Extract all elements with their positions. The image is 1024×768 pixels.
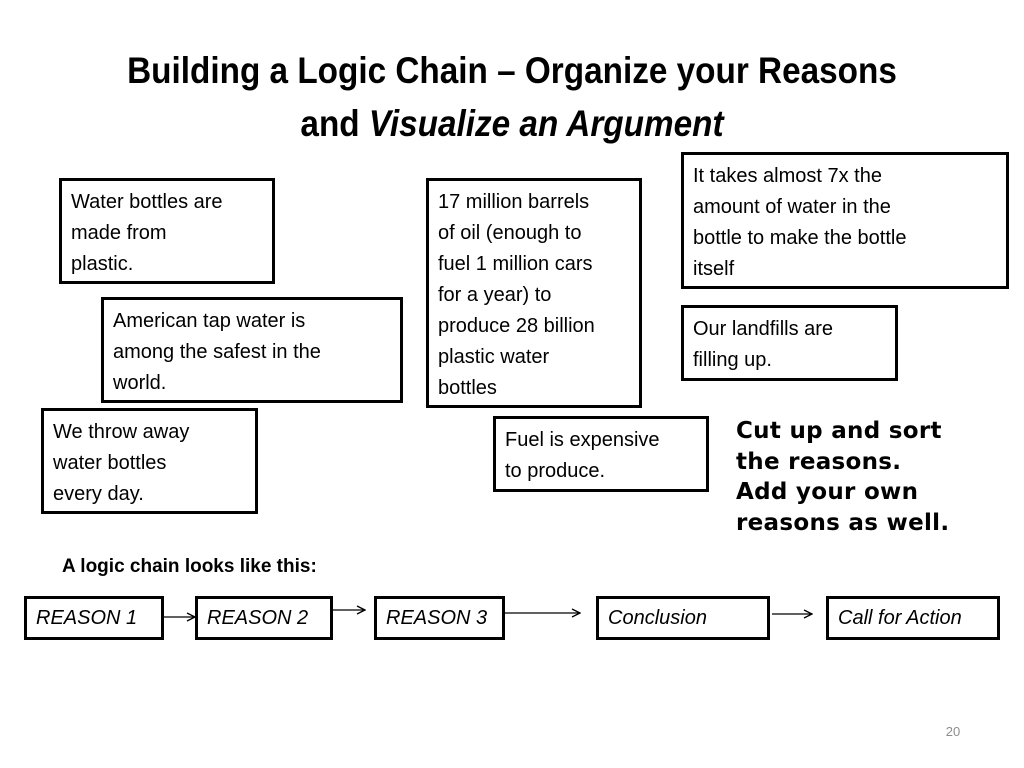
reason-card-line: every day.: [53, 483, 144, 505]
reason-card-line: itself: [693, 258, 735, 280]
chain-step-call-for-action[interactable]: Call for Action: [826, 596, 1000, 640]
reason-card-line: 17 million barrels: [438, 191, 590, 213]
reason-card-line: filling up.: [693, 349, 772, 371]
reason-card-throw-away[interactable]: We throw away water bottles every day.: [41, 408, 258, 514]
reason-card-line: for a year) to: [438, 284, 552, 306]
reason-card-line: Fuel is expensive: [505, 429, 660, 451]
reason-card-line: fuel 1 million cars: [438, 253, 593, 275]
reason-card-line: among the safest in the: [113, 341, 321, 363]
reason-card-line: to produce.: [505, 460, 606, 482]
reason-card-water-to-make[interactable]: It takes almost 7x the amount of water i…: [681, 152, 1009, 289]
reason-card-line: of oil (enough to: [438, 222, 582, 244]
title-line-2: and Visualize an Argument: [87, 97, 937, 150]
title-line-2-plain: and: [300, 103, 360, 144]
logic-chain-heading: A logic chain looks like this:: [62, 556, 317, 577]
reason-card-fuel-expensive[interactable]: Fuel is expensive to produce.: [493, 416, 709, 492]
reason-card-line: bottles: [438, 377, 497, 399]
reason-card-line: Our landfills are: [693, 318, 834, 340]
reason-card-line: plastic.: [71, 253, 134, 275]
reason-card-line: plastic water: [438, 346, 550, 368]
reason-card-line: Water bottles are: [71, 191, 223, 213]
reason-card-line: water bottles: [53, 452, 167, 474]
reason-card-line: produce 28 billion: [438, 315, 595, 337]
chain-step-reason-1[interactable]: REASON 1: [24, 596, 164, 640]
page-number: 20: [945, 724, 961, 739]
instructions-line: reasons as well.: [736, 509, 950, 536]
chain-step-conclusion[interactable]: Conclusion: [596, 596, 770, 640]
chain-step-reason-3[interactable]: REASON 3: [374, 596, 505, 640]
chain-step-reason-2[interactable]: REASON 2: [195, 596, 333, 640]
reason-card-tap-water[interactable]: American tap water is among the safest i…: [101, 297, 403, 403]
reason-card-plastic[interactable]: Water bottles are made from plastic.: [59, 178, 275, 284]
reason-card-line: American tap water is: [113, 310, 306, 332]
slide-title: Building a Logic Chain – Organize your R…: [87, 44, 937, 150]
reason-card-landfills[interactable]: Our landfills are filling up.: [681, 305, 898, 381]
instructions-line: the reasons.: [736, 448, 902, 475]
title-line-2-italic: Visualize an Argument: [368, 103, 724, 144]
reason-card-line: bottle to make the bottle: [693, 227, 907, 249]
instructions-text: Cut up and sort the reasons. Add your ow…: [736, 416, 1006, 538]
reason-card-line: world.: [113, 372, 167, 394]
reason-card-line: made from: [71, 222, 167, 244]
reason-card-line: It takes almost 7x the: [693, 165, 882, 187]
title-line-1: Building a Logic Chain – Organize your R…: [127, 50, 897, 91]
instructions-line: Add your own: [736, 479, 919, 505]
reason-card-line: amount of water in the: [693, 196, 891, 218]
instructions-line: Cut up and sort: [736, 418, 942, 444]
reason-card-line: We throw away: [53, 421, 190, 443]
reason-card-oil-barrels[interactable]: 17 million barrels of oil (enough to fue…: [426, 178, 642, 408]
